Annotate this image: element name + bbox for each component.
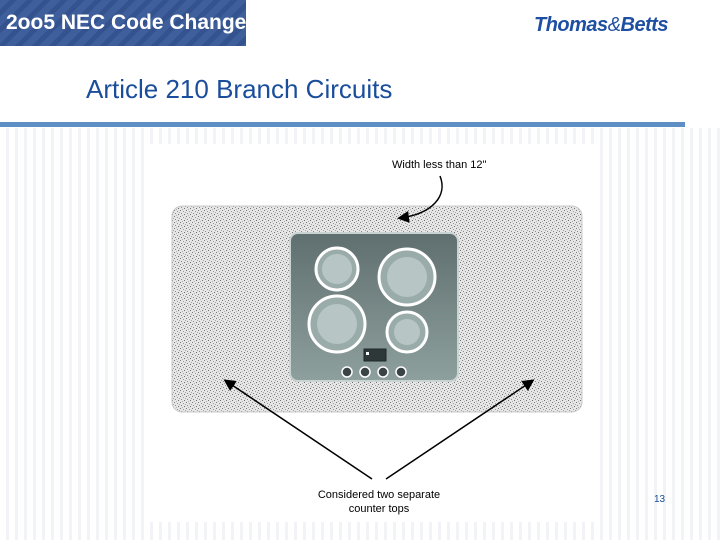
banner-text: 2oo5 NEC Code Changes (6, 11, 259, 34)
separate-countertops-label-line2: counter tops (349, 503, 410, 515)
page-number: 13 (654, 494, 666, 505)
logo-right-text: Betts (620, 14, 669, 36)
separate-countertops-label-line1: Considered two separate (318, 489, 440, 501)
right-arrow (385, 379, 535, 480)
control-display-light (366, 352, 369, 355)
control-knob-2 (359, 366, 371, 378)
slide-title: Article 210 Branch Circuits (86, 74, 393, 104)
control-knob-4 (395, 366, 407, 378)
width-label: Width less than 12" (392, 159, 486, 171)
left-arrow (223, 379, 373, 480)
header-banner: 2oo5 NEC Code Changes (0, 0, 258, 46)
logo-ampersand: & (607, 14, 621, 36)
title-divider (0, 122, 685, 127)
burner-back-left-inner (322, 254, 352, 284)
control-knob-1 (341, 366, 353, 378)
logo-left-text: Thomas (534, 14, 608, 36)
burner-back-right-inner (387, 257, 427, 297)
width-arrow (397, 175, 443, 223)
burner-front-left-inner (317, 304, 357, 344)
burner-front-right-inner (394, 319, 420, 345)
control-knob-3 (377, 366, 389, 378)
company-logo: Thomas&Betts (534, 14, 669, 37)
cooktop-diagram: Width less than 12" Considered two separ… (150, 144, 600, 522)
control-display (363, 348, 387, 362)
